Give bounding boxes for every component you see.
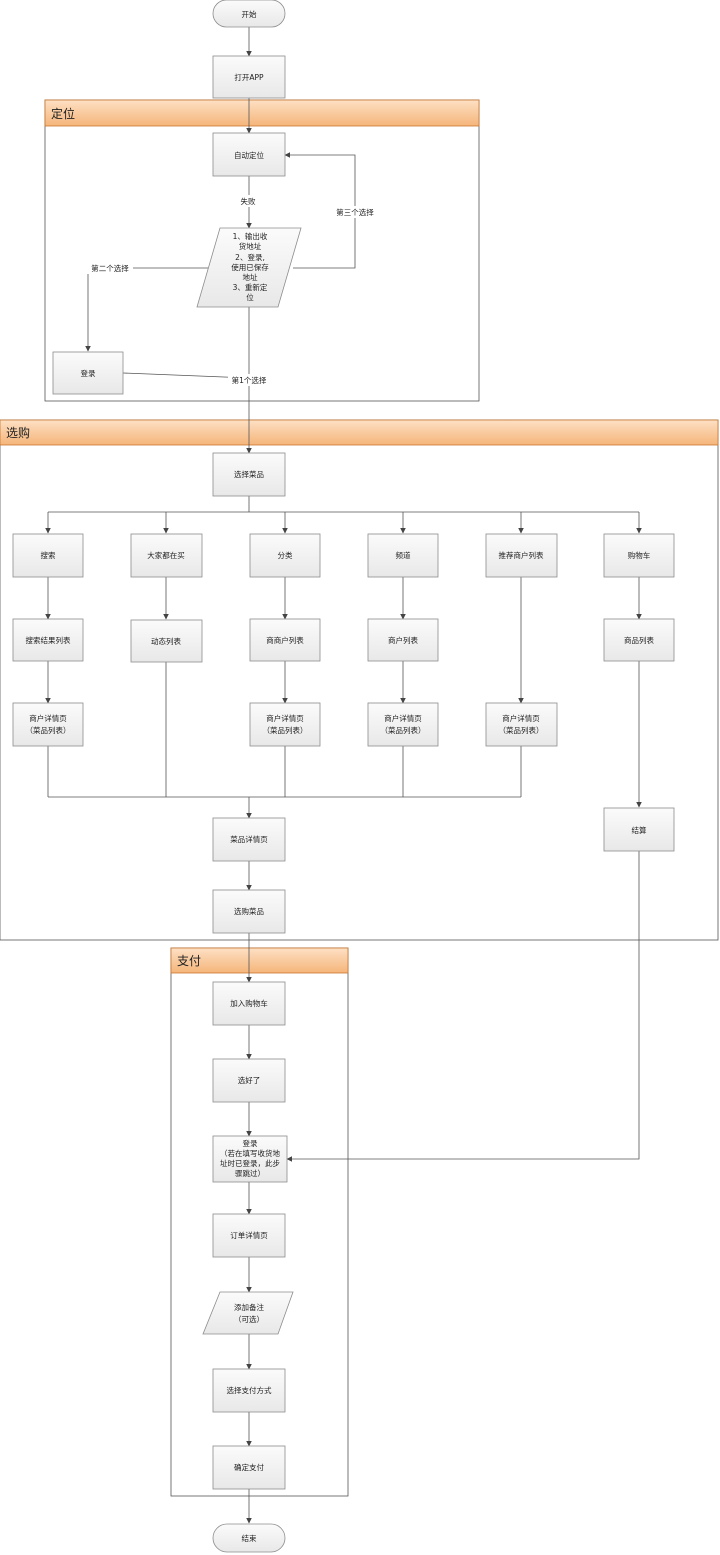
svg-text:商品列表: 商品列表 xyxy=(624,635,654,645)
edge-label-first-choice: 第1个选择 xyxy=(232,375,267,385)
svg-text:登录: 登录 xyxy=(243,1138,258,1148)
node-login-pay: 登录 （若在填写收货地 址时已登录，此步 骤跳过） xyxy=(212,1135,288,1183)
svg-text:加入购物车: 加入购物车 xyxy=(230,998,268,1008)
svg-text:货地址: 货地址 xyxy=(239,241,262,251)
node-checkout: 结算 xyxy=(603,807,675,852)
svg-text:选择菜品: 选择菜品 xyxy=(234,469,264,479)
node-login: 登录 xyxy=(52,351,124,395)
node-done-selecting: 选好了 xyxy=(212,1058,286,1103)
svg-text:订单详情页: 订单详情页 xyxy=(230,1230,268,1240)
node-buy-dish: 选购菜品 xyxy=(212,889,286,934)
node-dynamic-list: 动态列表 xyxy=(130,619,203,663)
svg-text:使用已保存: 使用已保存 xyxy=(231,262,269,272)
svg-text:2、登录,: 2、登录, xyxy=(235,252,265,262)
svg-text:结束: 结束 xyxy=(242,1533,257,1543)
connectors xyxy=(45,27,642,1524)
svg-text:3、重新定: 3、重新定 xyxy=(233,282,268,292)
node-everyone-buying: 大家都在买 xyxy=(130,533,203,578)
svg-text:分类: 分类 xyxy=(278,550,293,560)
node-auto-locate: 自动定位 xyxy=(212,132,286,177)
node-open-app: 打开APP xyxy=(212,55,286,99)
svg-text:推荐商户列表: 推荐商户列表 xyxy=(499,550,544,560)
svg-text:自动定位: 自动定位 xyxy=(234,150,264,160)
lane-locate-title: 定位 xyxy=(51,106,75,121)
node-order-detail: 订单详情页 xyxy=(212,1213,286,1258)
nodes: 开始 打开APP 自动定位 1、输出收 货地址 2、登录, 使用已保存 地址 3… xyxy=(12,0,675,1553)
node-search: 搜索 xyxy=(12,533,84,578)
node-locate-choices: 1、输出收 货地址 2、登录, 使用已保存 地址 3、重新定 位 xyxy=(196,227,302,308)
svg-text:（菜品列表）: （菜品列表） xyxy=(381,725,426,735)
svg-text:选好了: 选好了 xyxy=(238,1075,261,1085)
node-merchant-detail-category: 商户详情页 （菜品列表） xyxy=(249,702,321,747)
lane-shop: 选购 xyxy=(0,419,719,941)
svg-text:菜品详情页: 菜品详情页 xyxy=(230,834,268,844)
node-add-note: 添加备注 （可选） xyxy=(202,1291,294,1335)
svg-text:位: 位 xyxy=(246,292,254,302)
svg-text:登录: 登录 xyxy=(81,368,96,378)
svg-text:（若在填写收货地: （若在填写收货地 xyxy=(220,1148,280,1158)
svg-text:搜索结果列表: 搜索结果列表 xyxy=(26,635,71,645)
svg-text:商户详情页: 商户详情页 xyxy=(266,713,304,723)
node-search-results: 搜索结果列表 xyxy=(12,618,84,662)
svg-text:（菜品列表）: （菜品列表） xyxy=(499,725,544,735)
svg-text:商户详情页: 商户详情页 xyxy=(29,713,67,723)
svg-text:大家都在买: 大家都在买 xyxy=(147,550,185,560)
edge-checkout-login xyxy=(286,851,640,1162)
lane-shop-title: 选购 xyxy=(6,425,30,440)
node-cart: 购物车 xyxy=(603,533,675,578)
svg-text:开始: 开始 xyxy=(242,9,257,19)
edge-label-fail: 失败 xyxy=(241,196,256,206)
svg-text:搜索: 搜索 xyxy=(41,550,56,560)
svg-text:址时已登录，此步: 址时已登录，此步 xyxy=(220,1158,280,1168)
node-dish-detail: 菜品详情页 xyxy=(212,817,286,862)
svg-text:（可选）: （可选） xyxy=(234,1314,264,1324)
svg-text:购物车: 购物车 xyxy=(628,550,651,560)
node-product-list: 商品列表 xyxy=(603,618,675,662)
svg-text:添加备注: 添加备注 xyxy=(234,1302,264,1312)
edge-labels: 失败 第三个选择 第二个选择 第1个选择 xyxy=(87,195,378,386)
node-add-to-cart: 加入购物车 xyxy=(212,981,286,1026)
node-confirm-pay: 确定支付 xyxy=(212,1445,286,1490)
node-merchant-detail-recommended: 商户详情页 （菜品列表） xyxy=(485,702,558,747)
node-merchant-detail-channel: 商户详情页 （菜品列表） xyxy=(367,702,439,747)
edge-label-second-choice: 第二个选择 xyxy=(91,263,129,273)
svg-text:频道: 频道 xyxy=(396,550,411,560)
svg-text:商户详情页: 商户详情页 xyxy=(384,713,422,723)
svg-text:商户详情页: 商户详情页 xyxy=(502,713,540,723)
lane-locate: 定位 xyxy=(44,99,480,402)
node-category: 分类 xyxy=(249,533,321,578)
svg-text:（菜品列表）: （菜品列表） xyxy=(263,725,308,735)
svg-text:结算: 结算 xyxy=(632,825,647,835)
svg-text:（菜品列表）: （菜品列表） xyxy=(26,725,71,735)
node-choose-payment: 选择支付方式 xyxy=(212,1368,286,1413)
svg-text:确定支付: 确定支付 xyxy=(234,1462,264,1472)
lane-pay: 支付 xyxy=(170,947,349,1497)
svg-text:商户列表: 商户列表 xyxy=(388,635,418,645)
node-merchant-list-channel: 商户列表 xyxy=(367,618,439,662)
svg-text:选购菜品: 选购菜品 xyxy=(234,906,264,916)
node-select-dish: 选择菜品 xyxy=(212,452,286,497)
edge-second-choice xyxy=(85,267,210,352)
svg-text:动态列表: 动态列表 xyxy=(151,636,181,646)
edge-label-third-choice: 第三个选择 xyxy=(336,207,374,217)
svg-text:打开APP: 打开APP xyxy=(234,72,264,82)
node-merchant-detail-search: 商户详情页 （菜品列表） xyxy=(12,702,84,747)
svg-text:选择支付方式: 选择支付方式 xyxy=(227,1385,272,1395)
svg-text:商商户列表: 商商户列表 xyxy=(266,635,304,645)
lane-pay-title: 支付 xyxy=(177,954,201,968)
node-recommended-merchants: 推荐商户列表 xyxy=(485,533,558,578)
node-end: 结束 xyxy=(212,1523,286,1553)
svg-text:1、输出收: 1、输出收 xyxy=(233,231,268,241)
node-channel: 频道 xyxy=(367,533,439,578)
svg-text:骤跳过）: 骤跳过） xyxy=(235,1168,265,1178)
node-merchant-list-category: 商商户列表 xyxy=(249,618,321,662)
node-start: 开始 xyxy=(212,0,286,28)
svg-text:地址: 地址 xyxy=(243,272,258,282)
